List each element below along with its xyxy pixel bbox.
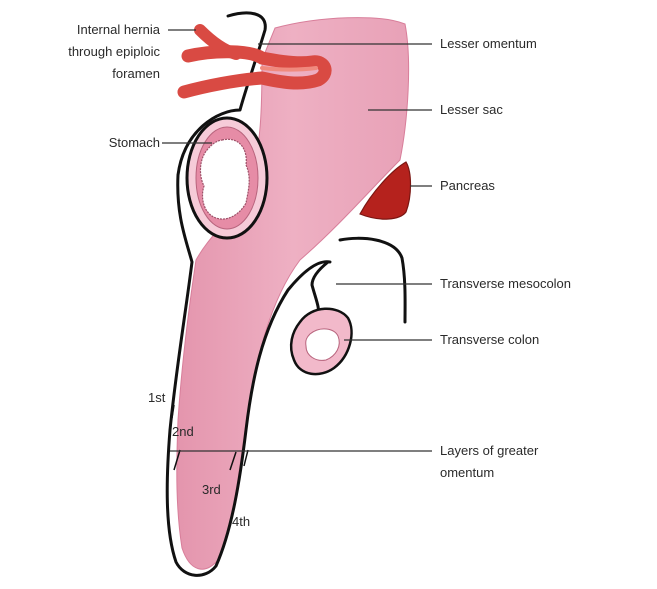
label-layers-greater-omentum-line2: omentum [440, 465, 494, 480]
stomach-lumen [200, 139, 249, 219]
label-lesser-sac: Lesser sac [440, 102, 503, 117]
label-layer-2nd: 2nd [172, 424, 194, 439]
peritoneum-right-outline [340, 238, 405, 322]
label-layer-4th: 4th [232, 514, 250, 529]
label-stomach: Stomach [109, 135, 160, 150]
label-internal-hernia-line1: Internal hernia [77, 22, 161, 37]
label-transverse-mesocolon: Transverse mesocolon [440, 276, 571, 291]
label-lesser-omentum: Lesser omentum [440, 36, 537, 51]
label-layer-3rd: 3rd [202, 482, 221, 497]
label-pancreas: Pancreas [440, 178, 495, 193]
label-internal-hernia-line2: through epiploic [68, 44, 160, 59]
label-internal-hernia-line3: foramen [112, 66, 160, 81]
label-transverse-colon: Transverse colon [440, 332, 539, 347]
label-layer-1st: 1st [148, 390, 166, 405]
hernia-loop-inner [262, 68, 316, 70]
label-layers-greater-omentum-line1: Layers of greater [440, 443, 539, 458]
